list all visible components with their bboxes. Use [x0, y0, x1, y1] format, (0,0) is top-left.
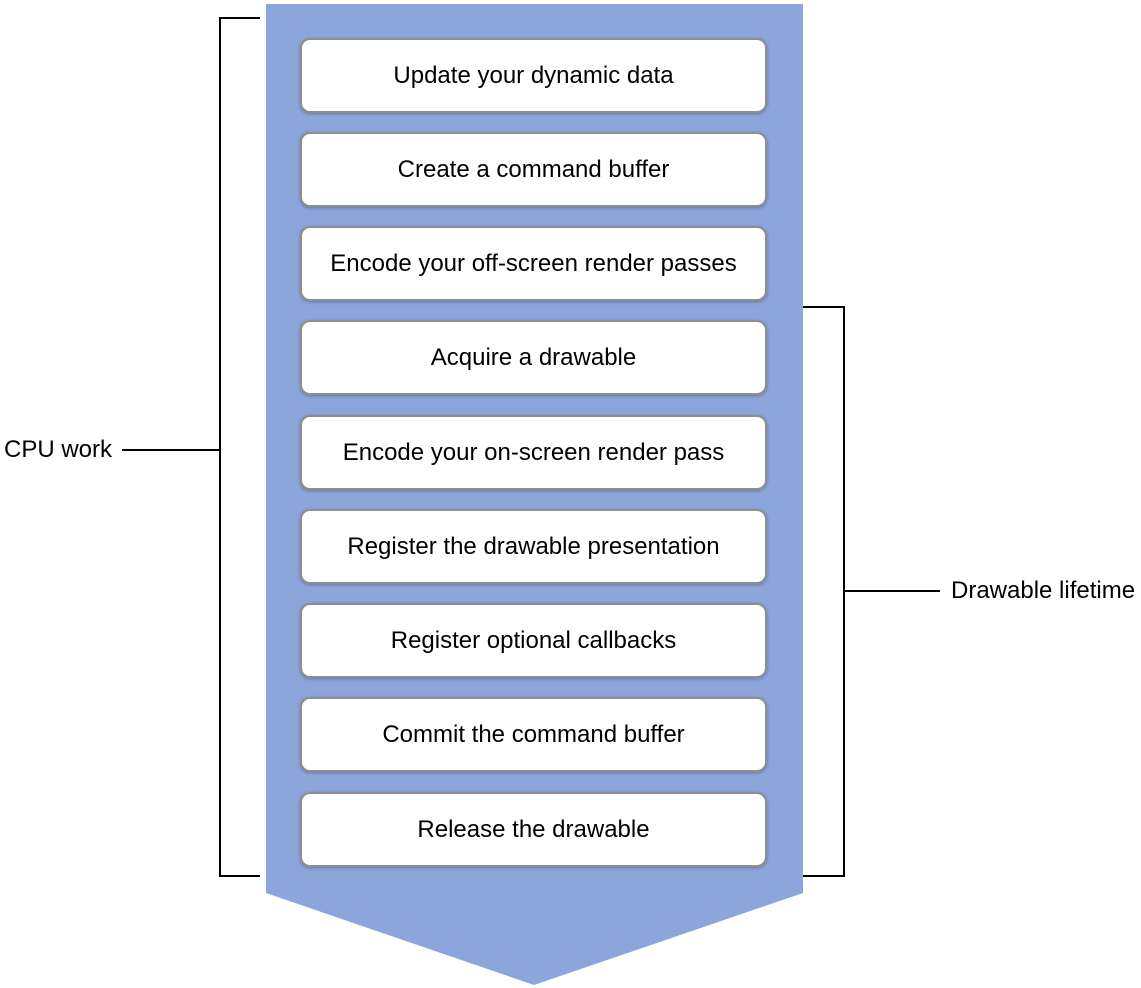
- cpu-work-bracket: [219, 17, 260, 877]
- step-encode-on-screen-render-pass: Encode your on-screen render pass: [300, 415, 767, 490]
- step-encode-off-screen-render-passes: Encode your off-screen render passes: [300, 226, 767, 301]
- step-commit-command-buffer: Commit the command buffer: [300, 697, 767, 772]
- drawable-lifetime-label: Drawable lifetime: [951, 577, 1136, 604]
- step-update-dynamic-data: Update your dynamic data: [300, 38, 767, 113]
- drawable-lifetime-connector-line: [845, 590, 940, 592]
- step-create-command-buffer: Create a command buffer: [300, 132, 767, 207]
- step-register-optional-callbacks: Register optional callbacks: [300, 603, 767, 678]
- step-release-drawable: Release the drawable: [300, 792, 767, 867]
- cpu-work-connector-line: [122, 449, 219, 451]
- step-acquire-drawable: Acquire a drawable: [300, 320, 767, 395]
- step-register-drawable-presentation: Register the drawable presentation: [300, 509, 767, 584]
- drawable-lifetime-bracket: [803, 306, 845, 877]
- cpu-work-label: CPU work: [4, 436, 113, 463]
